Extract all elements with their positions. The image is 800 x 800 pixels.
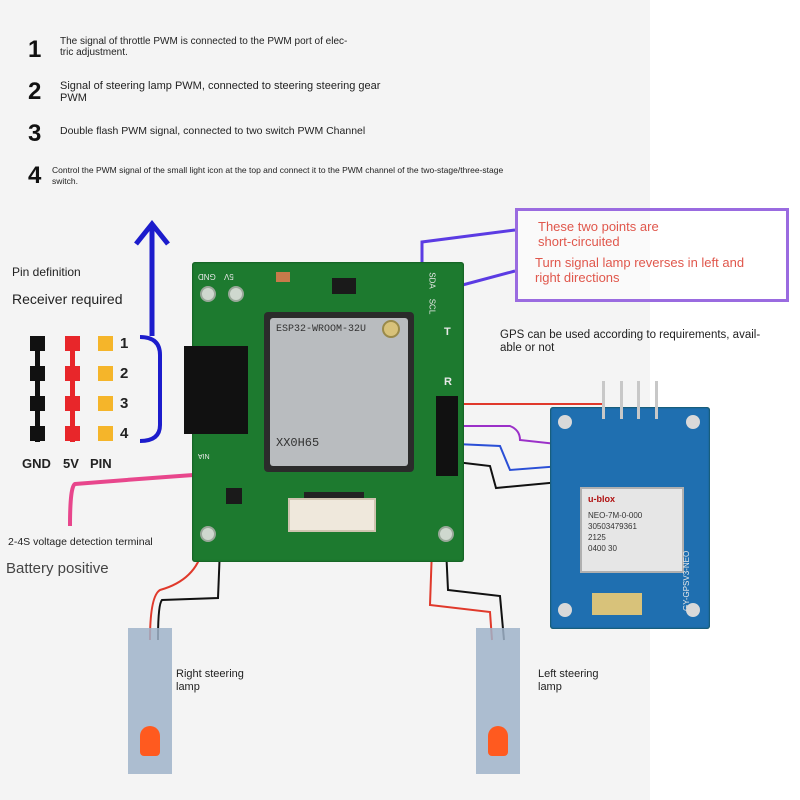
controller-pcb: GND 5V SDA SCL T R NIA ESP32-WROOM-32U X… [192, 262, 464, 562]
silk-nia: NIA [198, 452, 210, 459]
regulator-chip [332, 278, 356, 294]
silk-gnd: GND [198, 272, 216, 281]
receiver-pin-header [184, 346, 248, 434]
pin-bracket [139, 335, 162, 443]
pin-square [65, 396, 80, 411]
pin-label: PIN [90, 456, 112, 471]
left-lamp-label: Left steering lamp [538, 668, 599, 693]
module-marks: XX0H65 [276, 436, 320, 450]
gps-pin [637, 381, 641, 419]
right-lamp-label: Right steering lamp [176, 668, 244, 693]
voltage-terminal-label: 2-4S voltage detection terminal [8, 536, 153, 548]
pin-row-label-3: 3 [120, 395, 129, 412]
battery-positive-label: Battery positive [6, 560, 109, 577]
mount-hole [200, 526, 216, 542]
voltage-wire [68, 472, 209, 527]
mount-hole [558, 603, 572, 617]
silk-5v: 5V [224, 272, 234, 281]
pin-square [65, 426, 80, 441]
mount-hole [438, 526, 454, 542]
step-number-4: 4 [28, 162, 42, 189]
pin-row-label-4: 4 [120, 425, 129, 442]
pin-column-bar [35, 337, 40, 442]
mount-hole [200, 286, 216, 302]
antenna-connector [382, 320, 400, 338]
module-shield [270, 318, 408, 466]
step-number-1: 1 [28, 36, 42, 63]
left-led [488, 726, 508, 756]
step-text-4: Control the PWM signal of the small ligh… [52, 165, 504, 186]
fpc-connector [288, 498, 376, 532]
mount-hole [686, 415, 700, 429]
transistor [226, 488, 242, 504]
gps-chip: u-blox NEO-7M-0-000 30503479361 2125 040… [580, 487, 684, 573]
silk-t: T [444, 326, 451, 338]
output-pin-header [436, 396, 458, 476]
pin-square [98, 396, 113, 411]
pin-square [30, 336, 45, 351]
pin-row-label-1: 1 [120, 335, 129, 352]
gps-pin [654, 381, 658, 419]
gps-model: NEO-7M-0-000 [588, 511, 643, 520]
gps-note: GPS can be used according to requirement… [500, 329, 761, 354]
short-circuit-callout [515, 208, 789, 302]
left-lamp-wire-black [445, 547, 505, 641]
gps-code-1: 2125 [588, 533, 606, 542]
pin-square [65, 366, 80, 381]
pin-square [30, 426, 45, 441]
right-lamp-wire-red [149, 547, 204, 641]
gnd-label: GND [22, 456, 51, 471]
pin-square [30, 366, 45, 381]
step-text-3: Double flash PWM signal, connected to tw… [60, 125, 366, 137]
pin-square [65, 336, 80, 351]
mount-hole [686, 603, 700, 617]
turn-signal-note: Turn signal lamp reverses in left and ri… [535, 255, 745, 285]
gps-code-2: 0400 30 [588, 544, 617, 553]
silk-r: R [444, 376, 452, 388]
receiver-required-label: Receiver required [12, 291, 123, 307]
left-lamp-wire-red [428, 547, 493, 641]
pin-square [98, 336, 113, 351]
gps-pin [602, 381, 605, 419]
capacitor [276, 272, 290, 282]
step-text-1: The signal of throttle PWM is connected … [60, 36, 348, 58]
gps-antenna-pads [592, 593, 642, 615]
gps-module: u-blox NEO-7M-0-000 30503479361 2125 040… [550, 381, 710, 629]
esp32-module: ESP32-WROOM-32U XX0H65 [264, 312, 414, 472]
pin-definition-title: Pin definition [12, 265, 81, 279]
pin-square [30, 396, 45, 411]
pin-square [98, 366, 113, 381]
pin-column-bar [70, 337, 75, 442]
pin-square [98, 426, 113, 441]
gps-brand: u-blox [588, 494, 615, 504]
step-number-3: 3 [28, 120, 42, 147]
fpc-lock [304, 492, 364, 498]
short-circuit-note: These two points are short-circuited [538, 219, 659, 249]
five-volt-label: 5V [63, 456, 79, 471]
callout-connector-scl [454, 269, 516, 289]
step-number-2: 2 [28, 78, 42, 105]
gps-board-label: GY-GPSV3-NEO [682, 550, 691, 611]
gps-pin [619, 381, 623, 419]
gps-wire-rx [456, 425, 631, 453]
mount-hole [228, 286, 244, 302]
silk-sda: SDA [427, 272, 437, 289]
pin-row-label-2: 2 [120, 365, 129, 382]
gps-serial: 30503479361 [588, 522, 637, 531]
mount-hole [558, 415, 572, 429]
white-margin [650, 0, 800, 800]
module-name: ESP32-WROOM-32U [276, 324, 367, 335]
step-text-2: Signal of steering lamp PWM, connected t… [60, 80, 381, 104]
silk-scl: SCL [427, 298, 437, 315]
right-led [140, 726, 160, 756]
arrow-head [134, 219, 170, 246]
gps-pin-header [602, 381, 658, 419]
